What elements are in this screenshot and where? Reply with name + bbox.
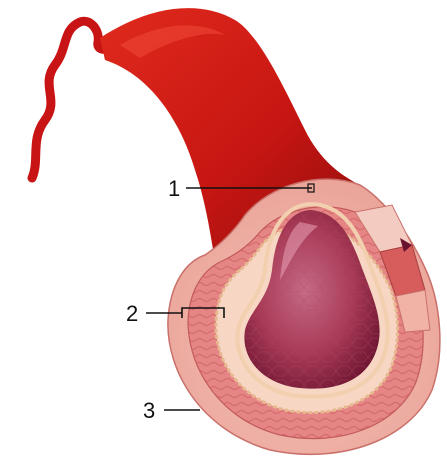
label-3-text: 3 bbox=[143, 398, 155, 423]
label-2-text: 2 bbox=[126, 301, 138, 326]
label-1-text: 1 bbox=[168, 176, 180, 201]
